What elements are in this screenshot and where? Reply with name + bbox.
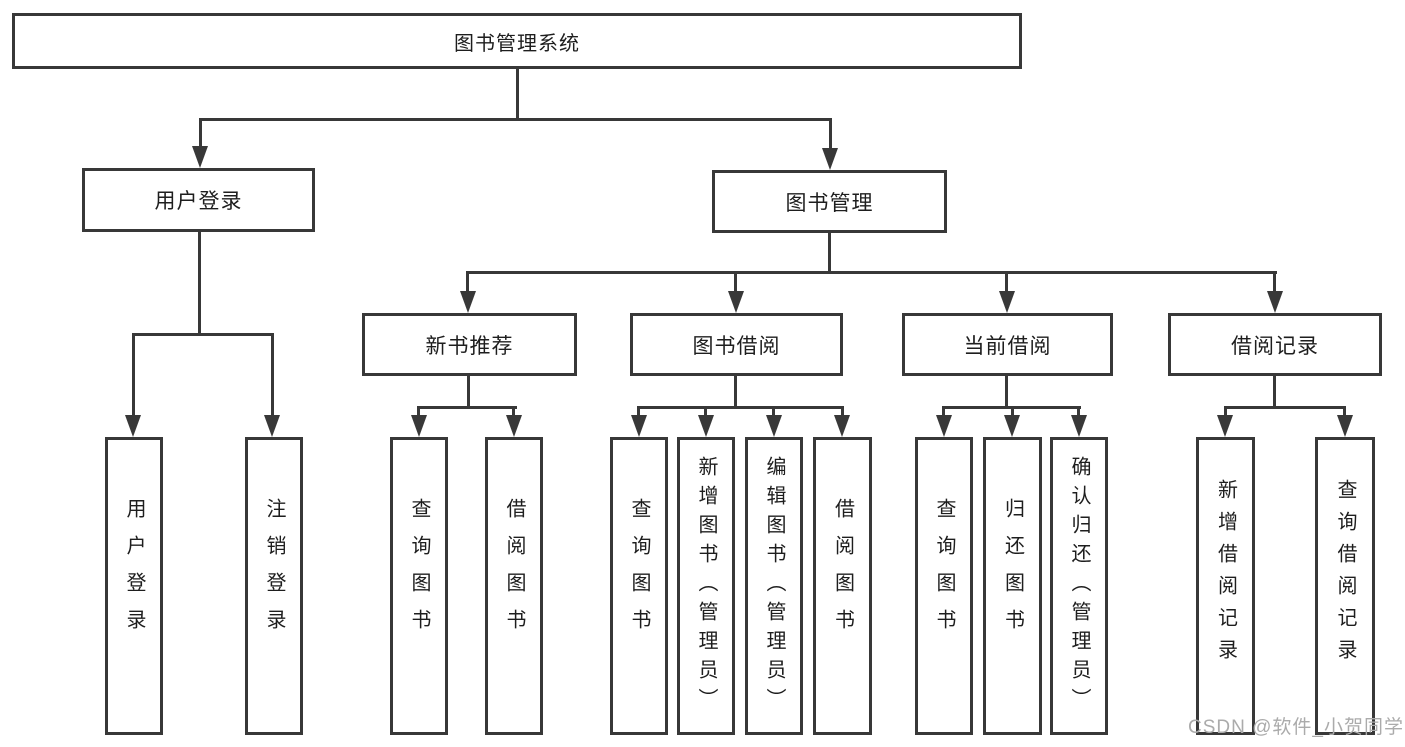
arrow-down-icon [264, 415, 280, 437]
leaf-add-borrow-record: 新增借阅记录 [1196, 437, 1255, 735]
leaf-logout-label: 注销登录 [263, 498, 285, 646]
connector-line [516, 69, 519, 118]
connector-line [1005, 376, 1008, 409]
connector-line [199, 118, 832, 121]
connector-line [942, 406, 945, 417]
leaf-confirm-return-admin-label: 确认归还（管理员） [1068, 455, 1090, 717]
arrow-down-icon [999, 291, 1015, 313]
node-borrow-records: 借阅记录 [1168, 313, 1382, 376]
leaf-add-books-admin: 新增图书（管理员） [677, 437, 735, 735]
connector-line [772, 406, 775, 417]
node-book-management-label: 图书管理 [785, 191, 874, 215]
arrow-down-icon [936, 415, 952, 437]
connector-line [704, 406, 707, 417]
connector-line [467, 271, 1277, 274]
leaf-user-login: 用户登录 [105, 437, 163, 735]
connector-line [132, 333, 135, 417]
connector-line [1224, 406, 1227, 417]
leaf-query-books-recommend: 查询图书 [390, 437, 448, 735]
leaf-logout: 注销登录 [245, 437, 303, 735]
leaf-confirm-return-admin: 确认归还（管理员） [1050, 437, 1108, 735]
leaf-query-books-borrow: 查询图书 [610, 437, 668, 735]
arrow-down-icon [631, 415, 647, 437]
node-user-login: 用户登录 [82, 168, 315, 232]
connector-line [199, 118, 202, 148]
leaf-query-borrow-record: 查询借阅记录 [1315, 437, 1375, 735]
leaf-edit-books-admin-label: 编辑图书（管理员） [763, 455, 785, 717]
node-book-borrow: 图书借阅 [630, 313, 843, 376]
node-new-book-recommend-label: 新书推荐 [425, 334, 514, 358]
leaf-query-books-current-label: 查询图书 [933, 498, 955, 646]
leaf-return-books: 归还图书 [983, 437, 1042, 735]
arrow-down-icon [125, 415, 141, 437]
leaf-borrow-books-label: 借阅图书 [831, 498, 854, 646]
connector-line [1077, 406, 1080, 417]
arrow-down-icon [1071, 415, 1087, 437]
leaf-user-login-label: 用户登录 [123, 498, 145, 646]
connector-line [466, 271, 469, 293]
node-user-login-label: 用户登录 [154, 190, 243, 213]
arrow-down-icon [411, 415, 427, 437]
connector-line [734, 271, 737, 293]
arrow-down-icon [506, 415, 522, 437]
node-book-borrow-label: 图书借阅 [692, 334, 781, 358]
arrow-down-icon [728, 291, 744, 313]
arrow-down-icon [1004, 415, 1020, 437]
connector-line [1224, 406, 1346, 409]
connector-line [271, 333, 274, 417]
node-root-label: 图书管理系统 [454, 32, 580, 55]
connector-line [638, 406, 844, 409]
arrow-down-icon [1267, 291, 1283, 313]
connector-line [1343, 406, 1346, 417]
arrow-down-icon [834, 415, 850, 437]
leaf-borrow-books-recommend-label: 借阅图书 [503, 498, 525, 646]
connector-line [841, 406, 844, 417]
leaf-query-books-borrow-label: 查询图书 [628, 498, 650, 646]
arrow-down-icon [192, 146, 208, 168]
node-book-management: 图书管理 [712, 170, 947, 233]
connector-line [512, 406, 515, 417]
node-current-borrow-label: 当前借阅 [963, 334, 1052, 358]
node-root: 图书管理系统 [12, 13, 1022, 69]
arrow-down-icon [822, 148, 838, 170]
connector-line [132, 333, 274, 336]
leaf-query-books-current: 查询图书 [915, 437, 973, 735]
csdn-watermark: CSDN @软件_小贺同学 [1188, 717, 1404, 738]
leaf-borrow-books-recommend: 借阅图书 [485, 437, 543, 735]
arrow-down-icon [1217, 415, 1233, 437]
connector-line [828, 233, 831, 274]
arrow-down-icon [1337, 415, 1353, 437]
connector-line [467, 376, 470, 409]
leaf-query-borrow-record-label: 查询借阅记录 [1334, 479, 1356, 671]
arrow-down-icon [460, 291, 476, 313]
leaf-edit-books-admin: 编辑图书（管理员） [745, 437, 803, 735]
connector-line [1011, 406, 1014, 417]
connector-line [1273, 271, 1276, 293]
connector-line [1005, 271, 1008, 293]
node-borrow-records-label: 借阅记录 [1231, 334, 1319, 358]
connector-line [418, 406, 517, 409]
leaf-add-borrow-record-label: 新增借阅记录 [1214, 479, 1237, 671]
leaf-return-books-label: 归还图书 [1001, 498, 1024, 646]
connector-line [734, 376, 737, 409]
connector-line [829, 118, 832, 150]
leaf-add-books-admin-label: 新增图书（管理员） [695, 455, 717, 717]
arrow-down-icon [698, 415, 714, 437]
leaf-borrow-books: 借阅图书 [813, 437, 872, 735]
connector-line [637, 406, 640, 417]
connector-line [1273, 376, 1276, 409]
connector-line [417, 406, 420, 417]
connector-line [198, 232, 201, 336]
node-current-borrow: 当前借阅 [902, 313, 1113, 376]
leaf-query-books-recommend-label: 查询图书 [408, 498, 430, 646]
arrow-down-icon [766, 415, 782, 437]
node-new-book-recommend: 新书推荐 [362, 313, 577, 376]
